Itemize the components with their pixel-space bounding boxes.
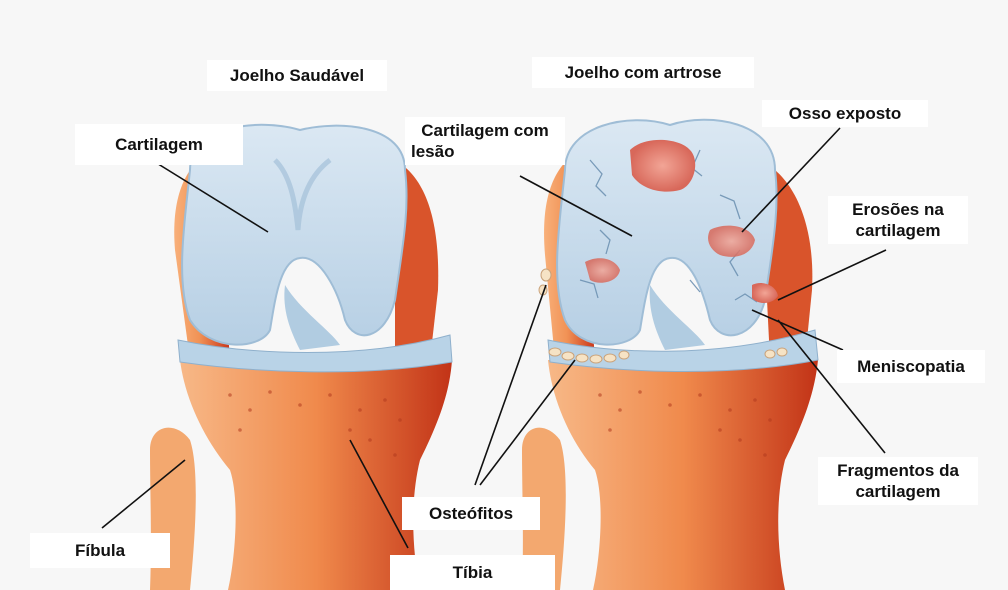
label-damaged-cartilage: Cartilagem com lesão — [405, 117, 565, 165]
label-damaged-cartilage-line1: Cartilagem com — [411, 120, 559, 141]
label-erosions-line2: cartilagem — [834, 220, 962, 241]
label-erosions-line1: Erosões na — [834, 199, 962, 220]
ligaments-arthritic — [650, 285, 705, 350]
label-meniscopathy: Meniscopatia — [837, 350, 985, 383]
arthritic-knee — [522, 120, 818, 590]
label-fragments-line2: cartilagem — [824, 481, 972, 502]
ligaments-healthy — [284, 285, 340, 350]
label-tibia: Tíbia — [390, 555, 555, 590]
tibia-arthritic — [548, 360, 818, 590]
label-cartilage: Cartilagem — [75, 124, 243, 165]
label-fragments: Fragmentos da cartilagem — [818, 457, 978, 505]
label-exposed-bone: Osso exposto — [762, 100, 928, 127]
label-erosions: Erosões na cartilagem — [828, 196, 968, 244]
title-arthritic-knee: Joelho com artrose — [532, 57, 754, 88]
title-healthy-knee: Joelho Saudável — [207, 60, 387, 91]
label-fibula: Fíbula — [30, 533, 170, 568]
label-fragments-line1: Fragmentos da — [824, 460, 972, 481]
label-osteophytes: Osteófitos — [402, 497, 540, 530]
label-damaged-cartilage-line2: lesão — [411, 141, 559, 162]
